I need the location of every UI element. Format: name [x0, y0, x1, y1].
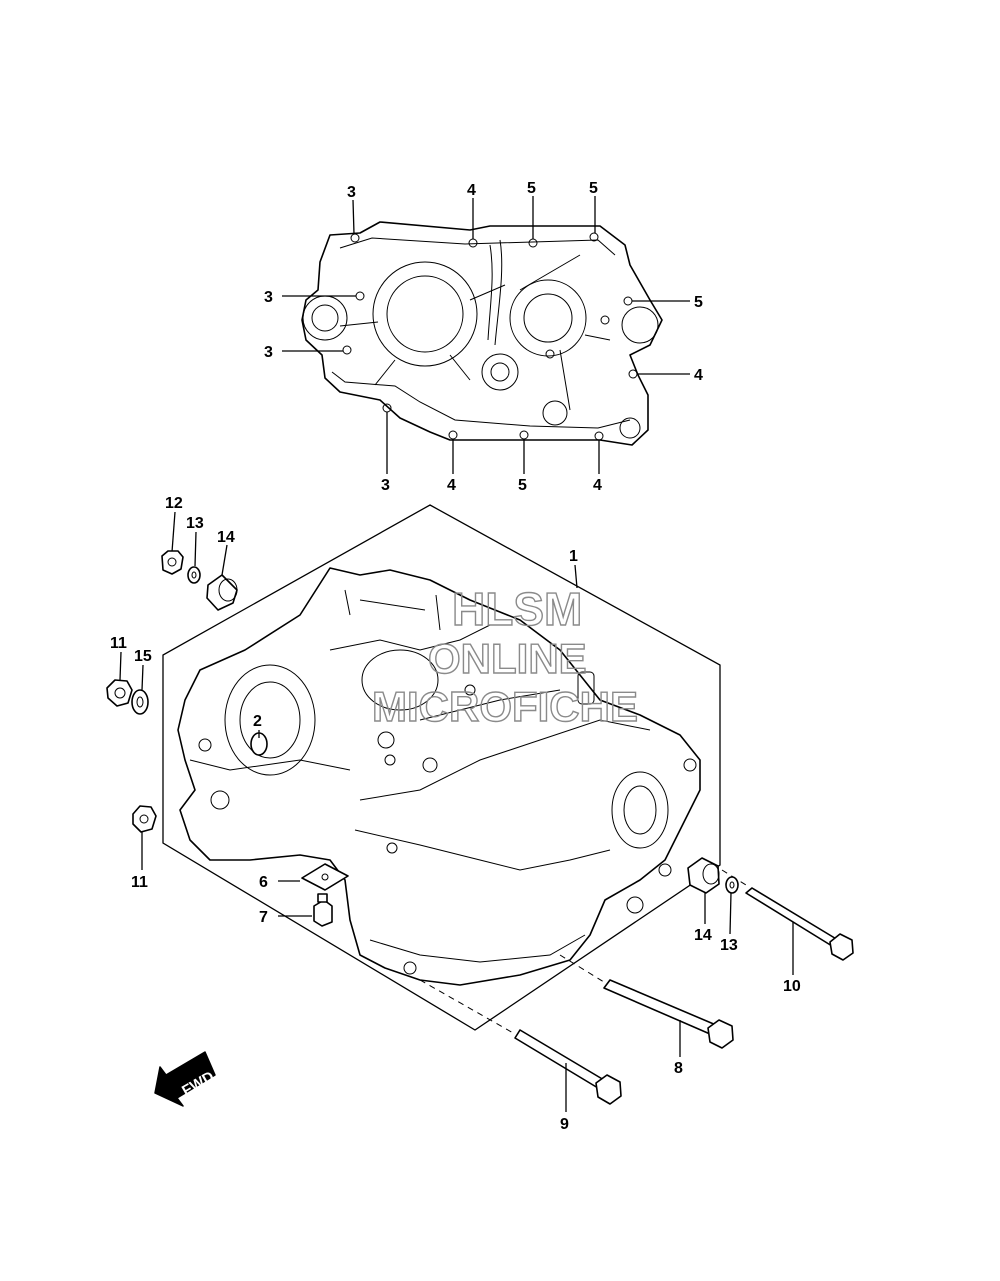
- callout-13a: 13: [186, 515, 204, 532]
- watermark-line2: ONLINE: [428, 635, 587, 682]
- bolt-8: [559, 954, 734, 1057]
- nut-12: [161, 511, 184, 575]
- watermark-line1: HLSM: [452, 583, 582, 635]
- bolt-10: [721, 869, 854, 975]
- callout-left-3a: 3: [264, 289, 273, 306]
- callout-bot-5: 5: [518, 477, 527, 494]
- callout-10: 10: [783, 978, 801, 995]
- top-leader-lines: [282, 196, 690, 474]
- callout-top-4a: 4: [467, 182, 476, 199]
- collar-14-upper: [206, 544, 238, 611]
- washer-13-lower: [725, 876, 739, 935]
- callout-right-4: 4: [694, 367, 703, 384]
- nut-11-upper: [106, 651, 133, 707]
- callout-labels: 3 4 5 5 3 3 5 4 3 4 5 4 1 2 6 7 8 9 10 1…: [110, 180, 801, 1133]
- callout-2: 2: [253, 713, 262, 730]
- callout-11b: 11: [131, 874, 148, 891]
- callout-top-3a: 3: [347, 184, 356, 201]
- callout-14b: 14: [694, 927, 712, 944]
- watermark-line3: MICROFICHE: [372, 683, 638, 730]
- callout-9: 9: [560, 1116, 569, 1133]
- callout-11a: 11: [110, 635, 127, 652]
- fwd-arrow-icon: FWD: [154, 1051, 217, 1107]
- callout-7: 7: [259, 909, 268, 926]
- callout-15: 15: [134, 648, 152, 665]
- callout-top-5a: 5: [527, 180, 536, 197]
- watermark: HLSM ONLINE MICROFICHE: [371, 582, 638, 730]
- crankcase-body: [177, 567, 701, 986]
- callout-top-5b: 5: [589, 180, 598, 197]
- washer-13-upper: [187, 531, 201, 584]
- callout-6: 6: [259, 874, 268, 891]
- bolt-9: [419, 979, 622, 1112]
- callout-13b: 13: [720, 937, 738, 954]
- plate-6: [278, 863, 349, 891]
- callout-1: 1: [569, 548, 578, 565]
- assembly-frame: [162, 504, 721, 1031]
- callout-12: 12: [165, 495, 183, 512]
- callout-bot-4a: 4: [447, 477, 456, 494]
- crankcase-gasket-outline: [301, 221, 663, 446]
- callout-14a: 14: [217, 529, 235, 546]
- callout-right-5: 5: [694, 294, 703, 311]
- callout-bot-4b: 4: [593, 477, 602, 494]
- washer-15: [131, 664, 149, 715]
- callout-bot-3: 3: [381, 477, 390, 494]
- leader-1: [574, 564, 578, 589]
- callout-8: 8: [674, 1060, 683, 1077]
- bolt-7: [278, 893, 333, 927]
- collar-14-lower: [687, 857, 720, 924]
- nut-11-lower: [132, 805, 157, 870]
- callout-left-3b: 3: [264, 344, 273, 361]
